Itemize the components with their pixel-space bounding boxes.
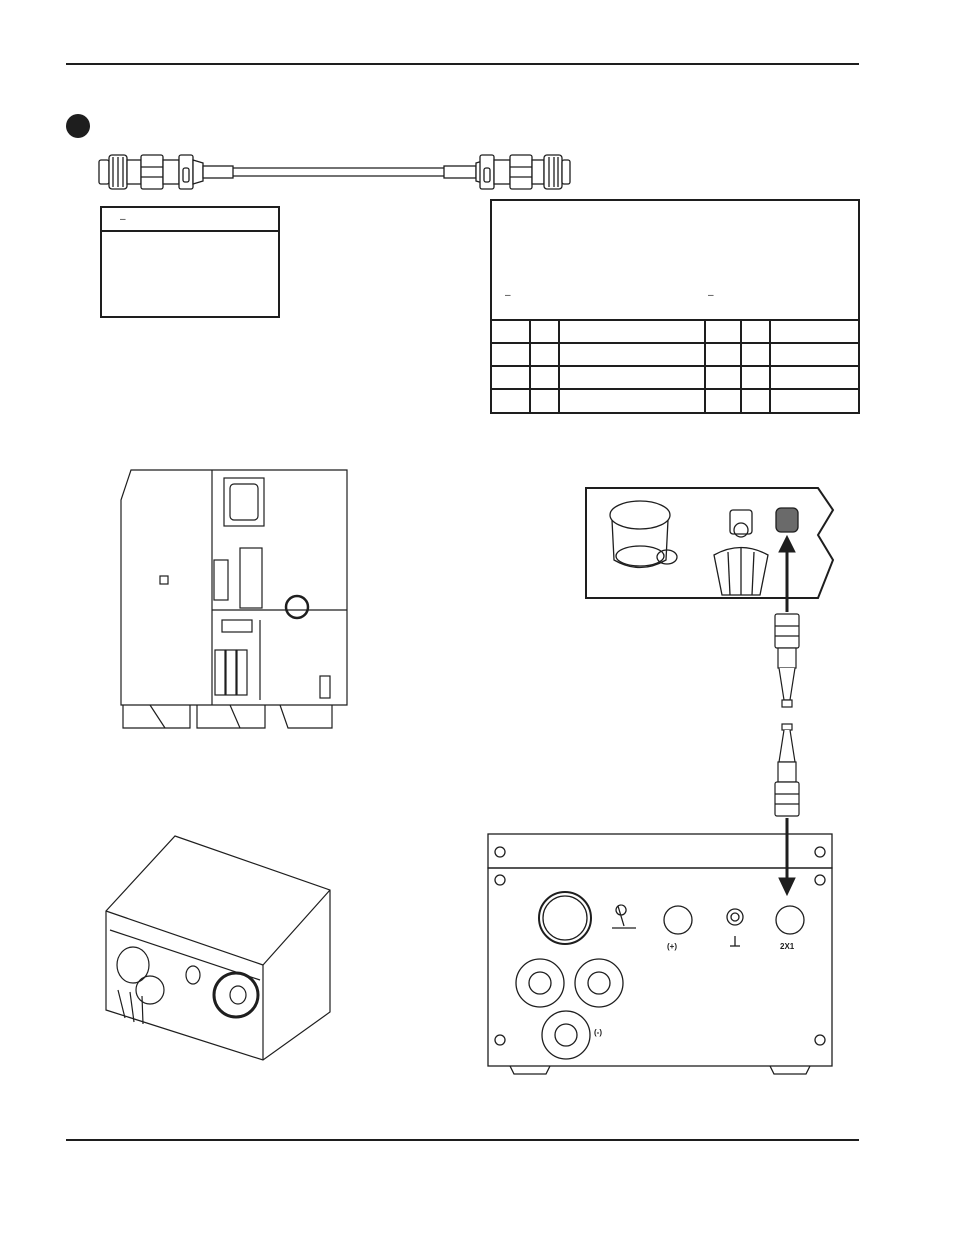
dash-mark: – bbox=[708, 290, 714, 301]
cable-assembly bbox=[98, 154, 571, 190]
table-col-line bbox=[740, 319, 742, 412]
panel-detail-top bbox=[585, 487, 835, 599]
dash-mark: – bbox=[120, 214, 126, 225]
wiring-table: – – bbox=[490, 199, 860, 414]
info-box-divider bbox=[102, 230, 278, 232]
unit-isometric-view bbox=[105, 835, 331, 1061]
info-box: – bbox=[100, 206, 280, 318]
cable-plug-upper bbox=[774, 613, 800, 708]
bottom-rule bbox=[66, 1139, 859, 1141]
step-marker bbox=[66, 114, 90, 138]
table-col-line bbox=[769, 319, 771, 412]
arrow-up bbox=[778, 534, 796, 612]
cable-plug-lower bbox=[774, 723, 800, 817]
table-row-line bbox=[492, 319, 858, 321]
label-2x1: 2X1 bbox=[780, 942, 795, 951]
label-plus: (+) bbox=[667, 942, 677, 951]
panel-labels: (+) 2X1 (-) bbox=[594, 942, 795, 1037]
table-row-line bbox=[492, 388, 858, 390]
table-col-line bbox=[704, 319, 706, 412]
top-rule bbox=[66, 63, 859, 65]
label-minus: (-) bbox=[594, 1028, 602, 1037]
table-col-line bbox=[558, 319, 560, 412]
table-col-line bbox=[529, 319, 531, 412]
arrow-down bbox=[778, 818, 796, 897]
dash-mark: – bbox=[505, 290, 511, 301]
table-row-line bbox=[492, 342, 858, 344]
table-row-line bbox=[492, 365, 858, 367]
front-panel bbox=[487, 833, 833, 1075]
power-supply-side-view bbox=[120, 469, 348, 729]
